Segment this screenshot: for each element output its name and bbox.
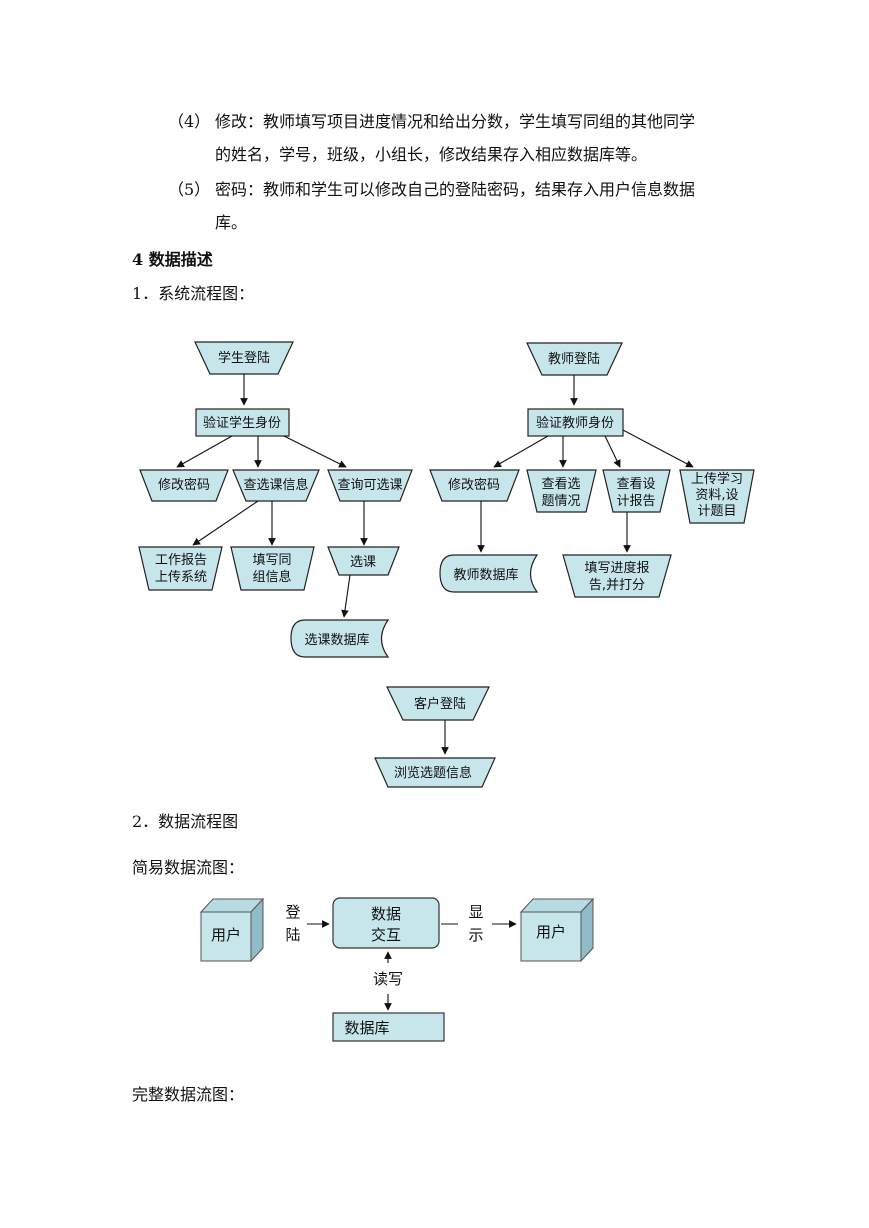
svg-text:题情况: 题情况 xyxy=(541,494,580,509)
svg-text:上传学习: 上传学习 xyxy=(691,471,743,487)
change-password-teacher-node: 修改密码 xyxy=(429,469,520,502)
svg-text:上传系统: 上传系统 xyxy=(155,570,207,585)
work-report-upload-node: 工作报告 上传系统 xyxy=(138,546,223,591)
teacher-login-node: 教师登陆 xyxy=(526,342,623,376)
svg-text:验证教师身份: 验证教师身份 xyxy=(536,415,614,431)
course-database-node: 选课数据库 xyxy=(290,619,390,658)
svg-text:组信息: 组信息 xyxy=(252,569,291,585)
arrow xyxy=(341,574,351,618)
verify-teacher-node: 验证教师身份 xyxy=(527,408,624,437)
svg-text:告,并打分: 告,并打分 xyxy=(589,578,645,593)
svg-text:计报告: 计报告 xyxy=(616,494,655,509)
svg-text:学生登陆: 学生登陆 xyxy=(218,350,270,366)
full-dataflow-label: 完整数据流图： xyxy=(132,1085,245,1104)
fill-group-info-node: 填写同 组信息 xyxy=(230,546,315,591)
svg-text:数据库: 数据库 xyxy=(344,1019,389,1037)
svg-text:教师登陆: 教师登陆 xyxy=(548,351,600,367)
svg-text:验证学生身份: 验证学生身份 xyxy=(203,415,281,431)
svg-text:资料,设: 资料,设 xyxy=(695,488,738,503)
svg-text:修改密码: 修改密码 xyxy=(448,477,500,493)
svg-text:查询可选课: 查询可选课 xyxy=(337,478,402,493)
svg-text:浏览选题信息: 浏览选题信息 xyxy=(394,765,472,781)
display-label-1: 显 xyxy=(468,903,483,921)
p4-line2: 的姓名，学号，班级，小组长，修改结果存入相应数据库等。 xyxy=(215,145,648,164)
fill-progress-score-node: 填写进度报 告,并打分 xyxy=(562,554,672,598)
query-available-course-node: 查询可选课 xyxy=(327,469,413,502)
section-heading: 4 数据描述 xyxy=(132,250,213,269)
teacher-database-node: 教师数据库 xyxy=(439,554,539,593)
arrow xyxy=(283,435,347,468)
arrow xyxy=(493,435,549,468)
subheading-system-flow: 1．系统流程图： xyxy=(132,284,255,303)
svg-text:填写进度报: 填写进度报 xyxy=(584,560,649,576)
user-left-box: 用户 xyxy=(199,897,265,963)
svg-text:查看选: 查看选 xyxy=(541,476,580,492)
svg-text:客户登陆: 客户登陆 xyxy=(414,696,466,712)
svg-text:选课: 选课 xyxy=(350,555,376,570)
display-label-2: 示 xyxy=(468,926,483,944)
upload-materials-node: 上传学习 资料,设 计题目 xyxy=(679,469,755,524)
simple-dataflow-label: 简易数据流图： xyxy=(132,858,245,877)
view-design-report-node: 查看设 计报告 xyxy=(602,469,671,513)
svg-text:填写同: 填写同 xyxy=(252,553,291,568)
change-password-student-node: 修改密码 xyxy=(139,469,229,502)
p4-number: （4） xyxy=(168,112,211,131)
p4-line1: 修改：教师填写项目进度情况和给出分数，学生填写同组的其他同学 xyxy=(215,112,696,131)
database-box: 数据库 xyxy=(332,1012,445,1042)
svg-text:用户: 用户 xyxy=(211,926,241,944)
query-selected-course-node: 查选课信息 xyxy=(232,469,320,502)
read-write-label: 读写 xyxy=(373,970,403,988)
svg-text:修改密码: 修改密码 xyxy=(158,477,210,493)
svg-text:查看设: 查看设 xyxy=(616,476,655,492)
svg-text:选课数据库: 选课数据库 xyxy=(304,632,369,648)
svg-text:工作报告: 工作报告 xyxy=(155,553,207,568)
arrow xyxy=(604,435,621,468)
browse-topic-info-node: 浏览选题信息 xyxy=(374,757,496,788)
p5-number: （5） xyxy=(168,180,211,199)
subheading-data-flow: 2．数据流程图 xyxy=(132,812,239,831)
svg-text:交互: 交互 xyxy=(371,926,401,944)
arrow xyxy=(176,435,233,468)
login-label-1: 登 xyxy=(285,903,300,921)
svg-text:教师数据库: 教师数据库 xyxy=(453,567,518,583)
verify-student-node: 验证学生身份 xyxy=(195,408,290,437)
guest-login-node: 客户登陆 xyxy=(386,686,490,721)
data-interaction-box: 数据 交互 xyxy=(332,897,440,949)
student-login-node: 学生登陆 xyxy=(194,341,294,375)
view-selection-node: 查看选 题情况 xyxy=(526,469,597,513)
svg-text:数据: 数据 xyxy=(371,905,401,923)
svg-text:用户: 用户 xyxy=(536,923,566,941)
select-course-node: 选课 xyxy=(327,546,400,576)
login-label-2: 陆 xyxy=(285,926,300,944)
p5-line2: 库。 xyxy=(215,213,248,232)
arrow xyxy=(622,429,694,468)
user-right-box: 用户 xyxy=(519,897,595,963)
svg-text:查选课信息: 查选课信息 xyxy=(243,477,308,493)
svg-text:计题目: 计题目 xyxy=(697,504,736,519)
arrow xyxy=(192,500,259,546)
p5-line1: 密码：教师和学生可以修改自己的登陆密码，结果存入用户信息数据 xyxy=(215,180,696,199)
